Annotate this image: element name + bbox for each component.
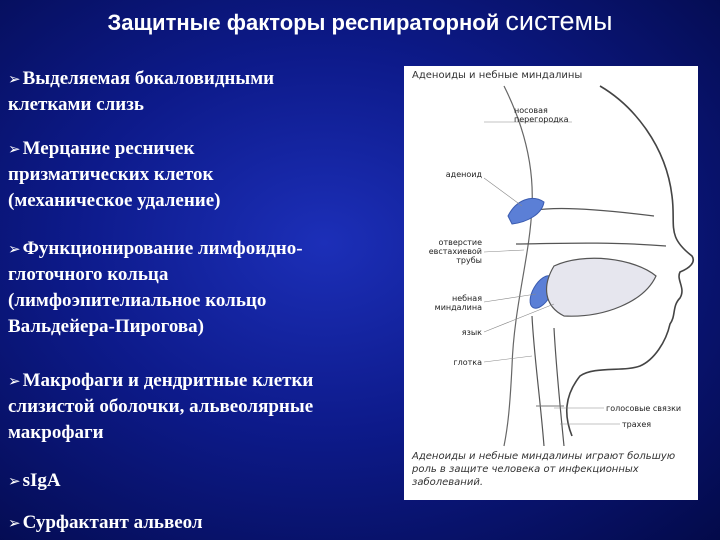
posterior-wall — [503, 85, 533, 447]
bullet-line: глоточного кольца — [8, 264, 169, 285]
arrowhead-icon: ➢ — [8, 472, 21, 490]
arrowhead-icon: ➢ — [8, 372, 21, 390]
leader-line — [483, 303, 555, 333]
head-cross-section-illustration — [483, 85, 695, 447]
bullet-item: ➢Выделяемая бокаловидными клетками слизь — [8, 66, 400, 118]
leader-line — [483, 249, 525, 253]
bullet-line: клетками слизь — [8, 94, 144, 115]
bullet-line: sIgA — [22, 470, 61, 491]
bullet-line: призматических клеток — [8, 164, 214, 185]
face-profile — [565, 85, 695, 437]
trachea-wall — [553, 327, 565, 447]
bullet-line: (механическое удаление) — [8, 190, 221, 211]
bullet-line: (лимфоэпителиальное кольцо — [8, 290, 267, 311]
label-adenoid: аденоид — [445, 170, 482, 179]
slide-title: Защитные факторы респираторной системы — [0, 6, 720, 37]
arrowhead-icon: ➢ — [8, 140, 21, 158]
tongue-shape — [546, 257, 657, 317]
bullet-item: ➢Мерцание ресничек призматических клеток… — [8, 136, 400, 214]
label-vocal-cords: голосовые связки — [606, 404, 682, 413]
bullet-item: ➢Сурфактант альвеол — [8, 510, 400, 536]
bullet-line: Функционирование лимфоидно- — [22, 238, 303, 259]
pharynx-wall — [531, 315, 545, 447]
leader-line — [483, 293, 537, 303]
label-pharynx: глотка — [453, 358, 482, 367]
bullet-item: ➢Макрофаги и дендритные клетки слизистой… — [8, 368, 400, 446]
label-trachea: трахея — [622, 420, 652, 429]
bullet-line: Вальдейера-Пирогова) — [8, 316, 204, 337]
arrowhead-icon: ➢ — [8, 70, 21, 88]
bullet-line: макрофаги — [8, 422, 104, 443]
arrowhead-icon: ➢ — [8, 240, 21, 258]
bullet-item: ➢sIgA — [8, 468, 400, 494]
palate — [515, 242, 667, 247]
figure-caption: Аденоиды и небные миндалины играют больш… — [412, 451, 676, 488]
leader-line — [483, 177, 523, 207]
bullet-item: ➢Функционирование лимфоидно- глоточного … — [8, 236, 400, 340]
slide-title-part1: Защитные факторы респираторной — [107, 10, 500, 35]
slide-title-part2: системы — [505, 6, 613, 36]
figure-title: Аденоиды и небные миндалины — [412, 70, 583, 81]
bullet-line: слизистой оболочки, альвеолярные — [8, 396, 314, 417]
bullet-line: Сурфактант альвеол — [22, 512, 203, 533]
adenoid-shape — [507, 198, 545, 225]
bullet-line: Макрофаги и дендритные клетки — [22, 370, 314, 391]
arrowhead-icon: ➢ — [8, 514, 21, 532]
label-tongue: язык — [461, 328, 482, 337]
bullet-line: Выделяемая бокаловидными — [22, 68, 275, 89]
leader-line — [483, 355, 533, 363]
bullet-line: Мерцание ресничек — [22, 138, 195, 159]
